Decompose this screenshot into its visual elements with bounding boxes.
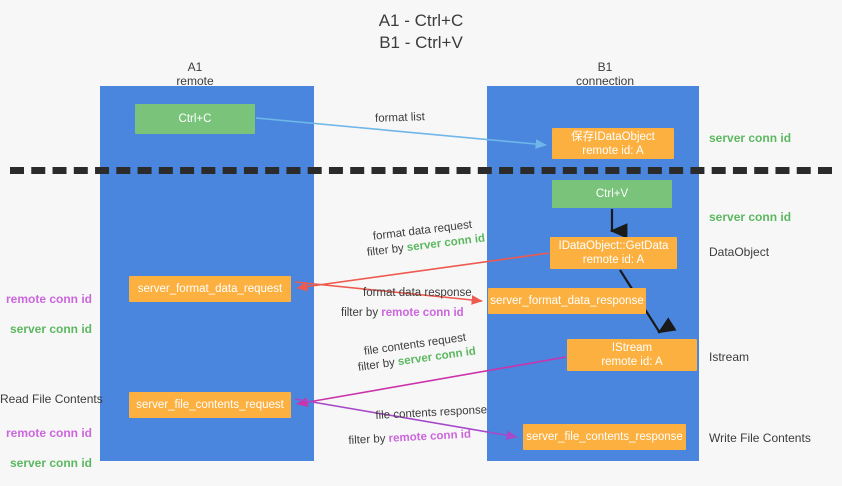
node-server-format-data-response[interactable]: server_format_data_response (488, 288, 646, 314)
note-istream: Istream (709, 350, 750, 364)
node-idataobject-getdata[interactable]: IDataObject::GetData remote id: A (550, 237, 677, 269)
note-conn-ids-bottom: remote conn id server conn id (0, 411, 92, 486)
label-file-contents-response: file contents response (375, 404, 488, 422)
label-format-list: format list (374, 111, 426, 125)
column-header-b1: B1 connection (575, 60, 635, 88)
node-ctrl-c[interactable]: Ctrl+C (135, 104, 255, 134)
page-title: A1 - Ctrl+C B1 - Ctrl+V (378, 11, 464, 52)
node-ctrl-v[interactable]: Ctrl+V (552, 180, 672, 208)
label-format-data-response: format data response (363, 287, 472, 299)
note-write-file-contents: Write File Contents (709, 431, 811, 445)
filter-keyword-remote-conn-id: remote conn id (381, 307, 464, 319)
node-istream[interactable]: IStream remote id: A (567, 339, 697, 371)
label-file-contents-response-filter: filter by remote conn id (348, 427, 471, 449)
filter-prefix: filter by (348, 432, 389, 447)
node-server-format-data-request[interactable]: server_format_data_request (129, 276, 291, 302)
note-read-file-contents: Read File Contents (0, 392, 103, 406)
filter-prefix: filter by (341, 307, 382, 319)
filter-prefix: filter by (357, 356, 399, 374)
node-save-idataobject[interactable]: 保存IDataObject remote id: A (552, 128, 674, 159)
filter-prefix: filter by (366, 242, 408, 259)
note-conn-ids-top: remote conn id server conn id (0, 277, 92, 352)
node-server-file-contents-response[interactable]: server_file_contents_response (523, 424, 686, 450)
note-server-conn-id-left-bottom: server conn id (9, 456, 92, 470)
column-header-a1: A1 remote (176, 60, 214, 88)
note-dataobject: DataObject (709, 245, 770, 259)
time-divider (10, 167, 832, 174)
note-remote-conn-id-top: remote conn id (5, 292, 92, 306)
label-format-data-response-filter: filter by remote conn id (341, 305, 464, 321)
note-server-conn-id-top: server conn id (709, 131, 792, 145)
note-server-conn-id-mid: server conn id (709, 210, 792, 224)
filter-keyword-remote-conn-id: remote conn id (388, 428, 472, 445)
note-server-conn-id-left-top: server conn id (9, 322, 92, 336)
note-remote-conn-id-bottom: remote conn id (5, 426, 92, 440)
node-server-file-contents-request[interactable]: server_file_contents_request (129, 392, 291, 418)
